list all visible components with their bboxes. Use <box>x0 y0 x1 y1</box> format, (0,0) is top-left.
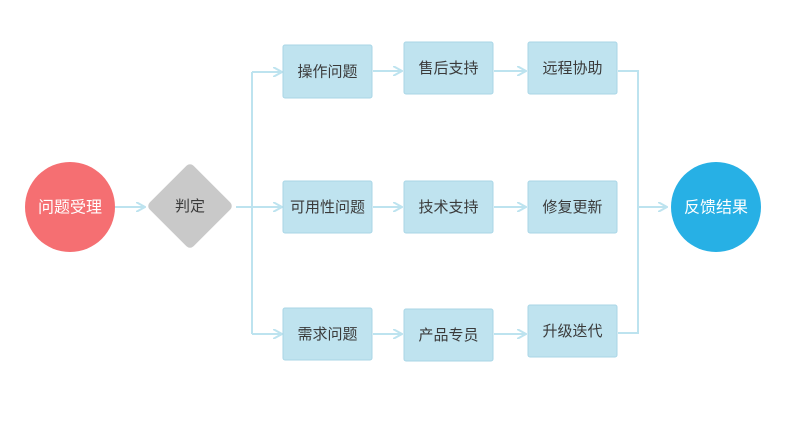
row-2: 可用性问题 技术支持 修复更新 <box>282 180 618 234</box>
box-row-3-col-2 <box>403 308 494 362</box>
label-row-2-col-1: 可用性问题 <box>290 198 365 216</box>
end-node: 反馈结果 <box>671 162 761 252</box>
end-circle <box>671 162 761 252</box>
decision-node: 判定 <box>148 164 232 248</box>
box-row-1-col-3 <box>527 41 618 95</box>
decision-label: 判定 <box>175 197 205 215</box>
start-node: 问题受理 <box>25 162 115 252</box>
label-row-3-col-2: 产品专员 <box>418 326 478 344</box>
merge-line-bottom <box>618 207 639 334</box>
end-label: 反馈结果 <box>684 198 748 217</box>
box-row-3-col-3 <box>527 304 618 358</box>
label-row-1-col-2: 售后支持 <box>418 59 478 77</box>
box-row-2-col-3 <box>527 180 618 234</box>
start-circle <box>25 162 115 252</box>
box-row-2-col-2 <box>403 180 494 234</box>
start-label: 问题受理 <box>38 198 102 217</box>
box-row-1-col-2 <box>403 41 494 95</box>
connectors <box>115 71 666 334</box>
decision-diamond <box>148 164 232 248</box>
row-3: 需求问题 产品专员 升级迭代 <box>282 304 618 362</box>
label-row-2-col-3: 修复更新 <box>542 198 602 216</box>
box-row-1-col-1 <box>282 44 373 99</box>
label-row-3-col-3: 升级迭代 <box>542 322 602 340</box>
label-row-3-col-1: 需求问题 <box>297 325 357 343</box>
row-1: 操作问题 售后支持 远程协助 <box>282 41 618 99</box>
label-row-1-col-3: 远程协助 <box>542 59 602 77</box>
label-row-1-col-1: 操作问题 <box>297 63 357 81</box>
merge-line-top <box>618 70 639 207</box>
label-row-2-col-2: 技术支持 <box>418 198 478 216</box>
box-row-2-col-1 <box>282 180 373 234</box>
box-row-3-col-1 <box>282 307 373 361</box>
